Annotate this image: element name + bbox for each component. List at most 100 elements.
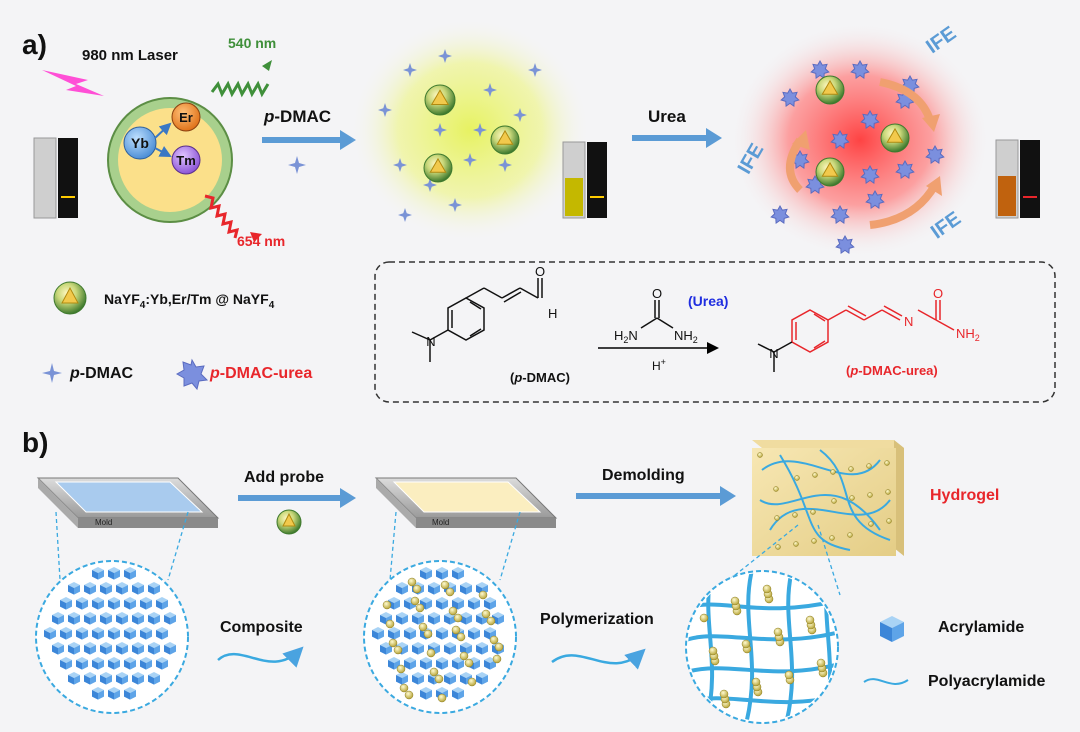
acrylamide-cube [140, 657, 152, 670]
polymerization-label: Polymerization [540, 611, 654, 628]
pdmac-star-icon [463, 153, 477, 167]
probe-bead [448, 606, 458, 616]
pdmac-urea-structure [791, 300, 955, 353]
pdmac-urea-icon [865, 189, 885, 210]
probe-bead [467, 677, 477, 687]
acrylamide-cube [124, 657, 136, 670]
probe-bead [811, 538, 817, 544]
svg-text:NaYF4:Yb,Er/Tm @ NaYF4: NaYF4:Yb,Er/Tm @ NaYF4 [104, 291, 275, 311]
cuvette-icon [33, 137, 78, 219]
pdmac-urea-icon [860, 164, 880, 185]
svg-text:Yb: Yb [131, 135, 149, 151]
acrylamide-cube [148, 672, 160, 685]
probe-bead [388, 638, 398, 648]
pdmac-star-icon [448, 198, 462, 212]
acrylamide-cube [444, 642, 456, 655]
acrylamide-cube [124, 627, 136, 640]
probe-bead [793, 541, 799, 547]
probe-bead [762, 584, 772, 594]
probe-bead [829, 535, 835, 541]
acrylamide-cube [388, 627, 400, 640]
acrylamide-cube [420, 567, 432, 580]
probe-bead [867, 492, 873, 498]
acrylamide-cube [148, 642, 160, 655]
probe-bead [489, 635, 499, 645]
acrylamide-cube [100, 582, 112, 595]
nanoparticle-icon [815, 75, 845, 105]
hydrogel-block [752, 440, 904, 556]
acrylamide-cube [108, 627, 120, 640]
acrylamide-label: Acrylamide [938, 619, 1024, 636]
svg-text:NH2: NH2 [956, 326, 980, 343]
probe-bead [486, 616, 496, 626]
pdmac-reagent-label: p-DMAC [263, 107, 331, 126]
svg-text:H2N: H2N [614, 328, 638, 345]
red-emission-label: 654 nm [237, 233, 285, 249]
acrylamide-cube [140, 627, 152, 640]
acrylamide-cube [116, 612, 128, 625]
acrylamide-cube [52, 612, 64, 625]
acrylamide-cube [412, 612, 424, 625]
probe-bead [773, 627, 783, 637]
acrylamide-cube [84, 672, 96, 685]
acrylamide-cube [84, 642, 96, 655]
svg-text:Tm: Tm [176, 153, 196, 168]
acrylamide-cube [84, 612, 96, 625]
tm-ion-icon [171, 145, 201, 175]
acrylamide-cube [404, 627, 416, 640]
acrylamide-cube [428, 612, 440, 625]
empty-mold: Mold [36, 477, 220, 528]
svg-text:N: N [904, 314, 913, 329]
acrylamide-cube [132, 612, 144, 625]
nanoparticle-icon [815, 157, 845, 187]
probe-bead [382, 600, 392, 610]
pdmac-star-icon [423, 178, 437, 192]
pdmac-star-icon [528, 63, 542, 77]
probe-bead [775, 544, 781, 550]
pdmac-urea-icon [780, 87, 800, 108]
acrylamide-cube [68, 612, 80, 625]
acrylamide-cube [108, 567, 120, 580]
probe-bead [830, 469, 836, 475]
acrylamide-cube [140, 597, 152, 610]
acrylamide-cube [100, 642, 112, 655]
pdmac-urea-legend-icon [175, 358, 209, 391]
pdmac-star-icon [398, 208, 412, 222]
laser-label: 980 nm Laser [82, 47, 178, 64]
pdmac-legend-label: p-DMAC [69, 365, 134, 382]
add-probe-label: Add probe [244, 469, 324, 486]
acrylamide-cube [428, 582, 440, 595]
probe-bead [418, 622, 428, 632]
probe-bead [456, 632, 466, 642]
pdmac-urea-icon [850, 59, 870, 80]
nanoparticle-icon [490, 125, 520, 155]
red-emission-wave [204, 194, 240, 239]
probe-bead [847, 532, 853, 538]
probe-bead [848, 466, 854, 472]
acrylamide-cube [92, 657, 104, 670]
acrylamide-cube [388, 657, 400, 670]
yellow-luminescence-glow [350, 18, 590, 242]
pdmac-urea-icon [835, 234, 855, 255]
acrylamide-cube [92, 597, 104, 610]
acrylamide-cube [420, 687, 432, 700]
acrylamide-cube [476, 642, 488, 655]
acrylamide-cube [164, 612, 176, 625]
pdmac-structure [411, 278, 543, 362]
catalyst-label: H+ [652, 357, 666, 373]
pdmac-urea-icon [770, 204, 790, 225]
probe-bead [459, 651, 469, 661]
yb-ion-icon [123, 126, 157, 160]
cuvette-yellow-icon [562, 141, 607, 219]
probe-bead [415, 603, 425, 613]
reaction-scheme-box [374, 261, 1056, 403]
acrylamide-cube [468, 627, 480, 640]
acrylamide-cube [460, 582, 472, 595]
acrylamide-cube [76, 657, 88, 670]
probe-bead [741, 639, 751, 649]
probe-bead [399, 683, 409, 693]
acrylamide-cube [116, 582, 128, 595]
acrylamide-cube [68, 582, 80, 595]
acrylamide-monomers [44, 567, 176, 700]
